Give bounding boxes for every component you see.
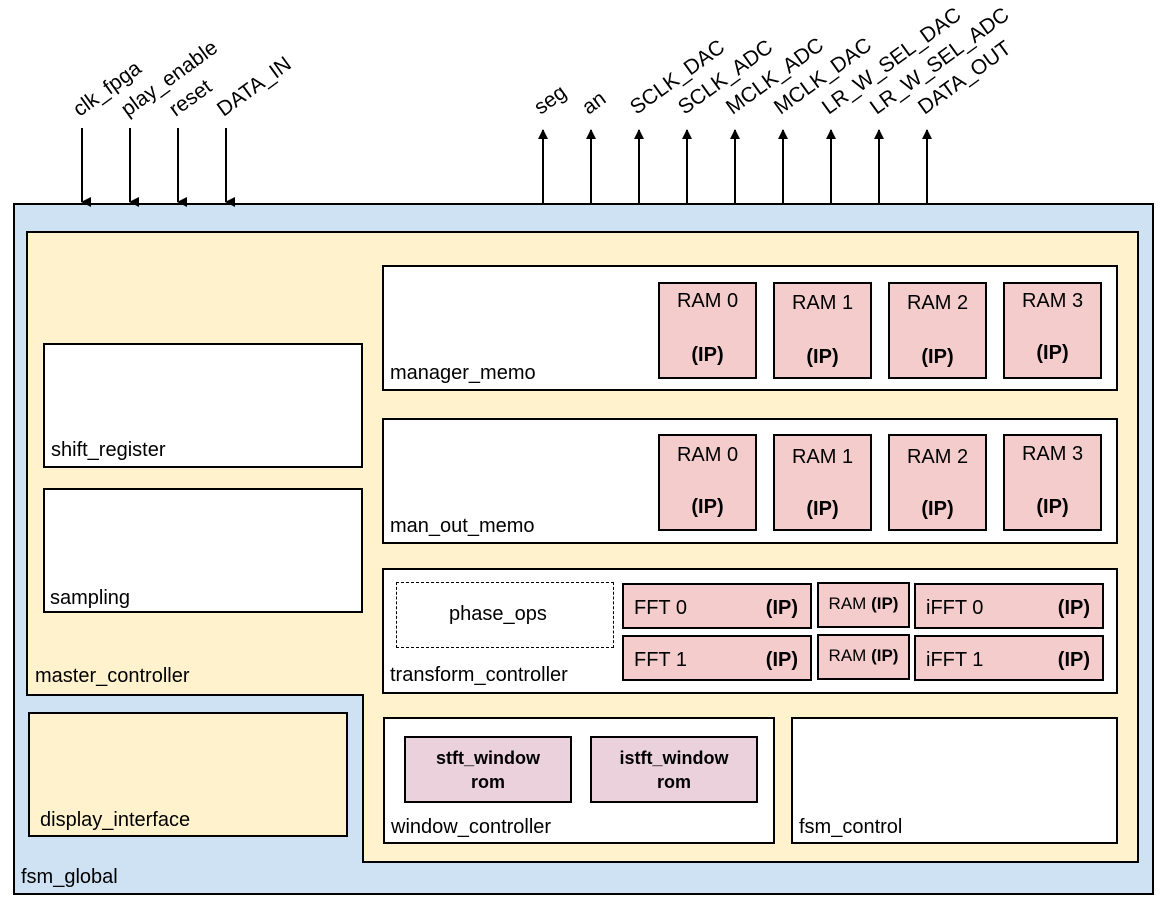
window-controller-block: window_controller stft_window rom istft_… [383,717,775,844]
ip-tag: (IP) [871,594,899,613]
ip-tag: (IP) [806,498,839,520]
manager-memo-ram-1: RAM 1 (IP) [773,282,872,379]
ram-name: RAM [828,594,867,613]
man-out-memo-ram-0: RAM 0 (IP) [658,434,757,531]
ram-name: RAM 3 [1021,443,1084,465]
transform-controller-label: transform_controller [390,664,568,686]
stft-window-rom-name: stft_window [436,748,540,768]
ifft-0-block: iFFT 0 (IP) [914,583,1104,629]
stft-window-rom-block: stft_window rom [404,736,572,803]
ip-tag: (IP) [1036,496,1069,518]
ram-name: RAM [828,646,867,665]
ram-name: RAM 3 [1021,290,1084,312]
man-out-memo-ram-3: RAM 3 (IP) [1003,434,1102,531]
master-controller-outline [26,231,1139,863]
istft-window-rom-name: istft_window [619,748,729,768]
display-interface-block: display_interface [28,712,348,837]
ip-tag: (IP) [806,346,839,368]
ip-tag: (IP) [921,498,954,520]
fft-0-block: FFT 0 (IP) [622,583,812,629]
fft-1-name: FFT 1 [634,649,687,671]
ram-name: RAM 0 [676,290,739,312]
manager-memo-ram-2: RAM 2 (IP) [888,282,987,379]
ip-tag: (IP) [921,346,954,368]
man-out-memo-label: man_out_memo [390,515,535,537]
fft-1-block: FFT 1 (IP) [622,635,812,681]
fsm-control-label: fsm_control [799,816,903,838]
manager-memo-ram-3: RAM 3 (IP) [1003,282,1102,379]
ip-tag: (IP) [691,496,724,518]
phase-ops-block: phase_ops [396,582,614,648]
ip-tag: (IP) [871,646,899,665]
sampling-block: sampling [43,488,363,613]
man-out-memo-block: man_out_memo RAM 0 (IP) RAM 1 (IP) RAM 2… [382,418,1118,544]
rom-label: rom [656,772,691,792]
transform-controller-block: transform_controller phase_ops FFT 0 (IP… [382,568,1118,694]
window-controller-label: window_controller [391,816,552,838]
man-out-memo-ram-2: RAM 2 (IP) [888,434,987,531]
ifft-1-name: iFFT 1 [926,649,984,671]
istft-window-rom-block: istft_window rom [590,736,758,803]
ram-name: RAM 2 [906,292,969,314]
fft-0-name: FFT 0 [634,597,687,619]
ram-name: RAM 0 [676,444,739,466]
transform-ram-b-block: RAM (IP) [817,634,910,680]
ip-tag: (IP) [691,344,724,366]
ifft-0-name: iFFT 0 [926,597,984,619]
manager-memo-label: manager_memo [390,362,536,384]
manager-memo-ram-0: RAM 0 (IP) [658,282,757,379]
ram-name: RAM 1 [791,292,854,314]
shift-register-label: shift_register [51,439,166,461]
phase-ops-label: phase_ops [449,603,547,625]
ip-tag: (IP) [1036,342,1069,364]
transform-ram-a-block: RAM (IP) [817,582,910,628]
fsm-control-block: fsm_control [791,717,1118,844]
ip-tag: (IP) [765,597,798,619]
manager-memo-block: manager_memo RAM 0 (IP) RAM 1 (IP) RAM 2… [382,265,1118,391]
ifft-1-block: iFFT 1 (IP) [914,635,1104,681]
man-out-memo-ram-1: RAM 1 (IP) [773,434,872,531]
master-controller-label: master_controller [35,665,190,687]
ram-name: RAM 2 [906,446,969,468]
shift-register-block: shift_register [43,343,363,468]
sampling-label: sampling [50,587,131,609]
rom-label: rom [470,772,505,792]
display-interface-label: display_interface [40,809,191,831]
ip-tag: (IP) [1057,649,1090,671]
ram-name: RAM 1 [791,446,854,468]
fsm-global-label: fsm_global [21,866,118,888]
ip-tag: (IP) [765,649,798,671]
ip-tag: (IP) [1057,597,1090,619]
